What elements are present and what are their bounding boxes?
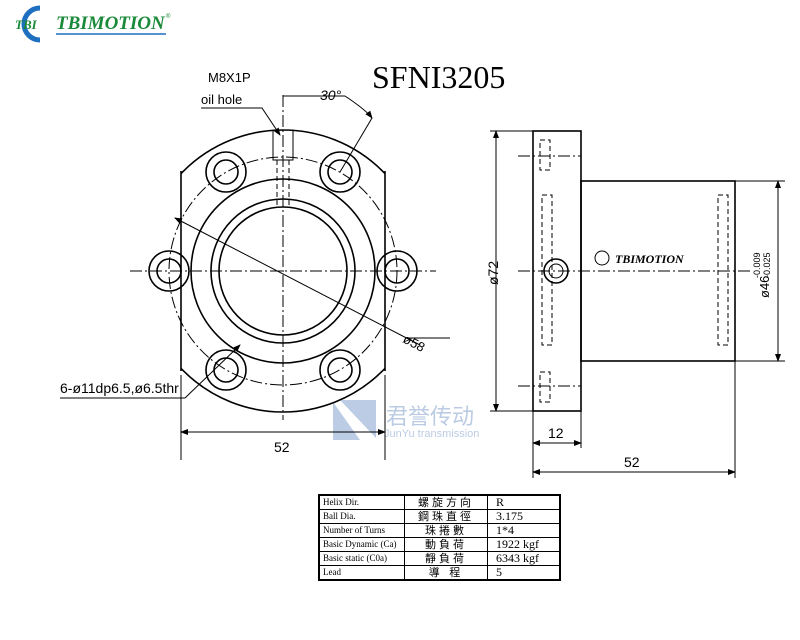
spec-label-cn: 珠捲數	[404, 523, 488, 538]
flange-dia-dim: ø72	[485, 261, 501, 285]
watermark-en: JunYu transmission	[384, 428, 479, 440]
spec-label: Basic static (C0a)	[318, 551, 405, 566]
spec-label: Basic Dynamic (Ca)	[318, 537, 405, 552]
spec-label-cn: 動負荷	[404, 537, 488, 552]
watermark-cn: 君誉传动	[386, 404, 474, 429]
oil-hole-thread-label: M8X1P	[208, 70, 251, 85]
oil-hole-label: oil hole	[201, 92, 242, 107]
spec-value: R	[487, 494, 561, 510]
tbi-logo: TBI TBIMOTION ®	[15, 5, 171, 43]
spec-value: 1922 kgf	[487, 537, 561, 552]
front-view: M8X1P oil hole 30° ø58 6-ø11dp6.5,ø6.5th…	[60, 70, 450, 460]
spec-value: 5	[487, 565, 561, 581]
spec-label: Number of Turns	[318, 523, 405, 538]
logo-reg: ®	[166, 13, 171, 20]
spec-value: 3.175	[487, 509, 561, 524]
holes-callout: 6-ø11dp6.5,ø6.5thr	[60, 380, 179, 396]
body-dia-dim: ø46	[757, 276, 772, 298]
body-logo-text: TBIMOTION	[615, 252, 685, 266]
spec-label: Helix Dir.	[318, 494, 405, 510]
spec-value: 6343 kgf	[487, 551, 561, 566]
front-width-dim: 52	[274, 439, 290, 455]
spec-label-cn: 螺旋方向	[404, 494, 488, 510]
length-dim: 52	[624, 454, 640, 470]
body-logo-icon	[594, 250, 610, 266]
spec-label-cn: 導 程	[404, 565, 488, 581]
side-view: TBIMOTION ø72 ø46 -0.009 -0.025 12 52	[485, 130, 785, 478]
logo-badge: TBI	[15, 17, 38, 32]
bolt-holes	[148, 151, 418, 391]
watermark-logo-icon	[333, 400, 376, 440]
spec-label: Ball Dia.	[318, 509, 405, 524]
logo-brand: TBIMOTION	[56, 13, 166, 34]
bolt-circle-dim: ø58	[401, 331, 428, 355]
spec-label-cn: 靜負荷	[404, 551, 488, 566]
watermark: 君誉传动 JunYu transmission	[333, 400, 479, 440]
spec-label-cn: 鋼珠直徑	[404, 509, 488, 524]
logo-ring-icon	[21, 5, 41, 43]
drawing-title: SFNI3205	[372, 59, 505, 95]
spec-value: 1*4	[487, 523, 561, 538]
tolerance-upper: -0.009	[752, 252, 762, 278]
flange-thickness-dim: 12	[548, 425, 564, 441]
angle-label: 30°	[320, 87, 342, 103]
spec-label: Lead	[318, 565, 405, 581]
tolerance-lower: -0.025	[762, 252, 772, 278]
